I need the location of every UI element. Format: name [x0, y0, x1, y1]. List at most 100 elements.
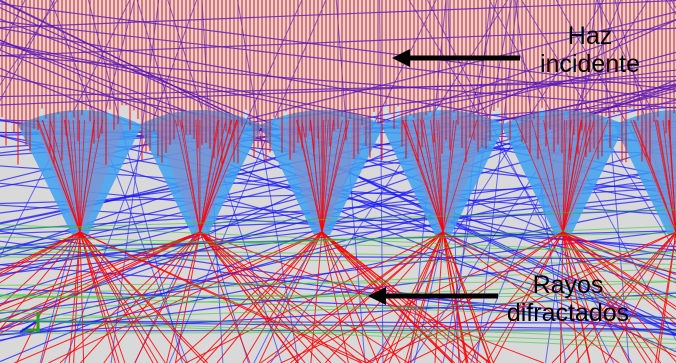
- diffracted-ray: [562, 231, 676, 276]
- stray-ray: [0, 248, 676, 260]
- diffracted-ray: [260, 231, 444, 363]
- reflected-ray: [0, 264, 676, 320]
- diffracted-ray: [79, 231, 159, 363]
- converging-ray: [72, 119, 81, 233]
- converging-ray: [562, 119, 582, 233]
- diffracted-ray: [0, 231, 81, 274]
- diffracted-ray: [79, 231, 116, 363]
- diffracted-label-line2: difractados: [506, 299, 630, 327]
- converging-ray: [419, 119, 444, 233]
- stray-ray: [0, 291, 676, 299]
- stray-ray: [0, 232, 676, 248]
- stray-ray: [0, 311, 676, 340]
- diffracted-ray: [216, 231, 323, 363]
- converging-ray: [195, 119, 201, 233]
- diffracted-ray: [203, 231, 323, 363]
- diffracted-ray: [562, 231, 647, 363]
- converging-ray: [199, 119, 238, 233]
- diffracted-ray: [79, 231, 154, 363]
- converging-ray: [632, 119, 676, 233]
- converging-ray: [49, 119, 81, 233]
- axis-triad-icon: [19, 312, 40, 333]
- diffracted-ray: [406, 231, 676, 363]
- reflected-ray: [0, 287, 676, 320]
- reflected-ray: [0, 240, 676, 337]
- converging-ray: [174, 119, 201, 233]
- stray-ray: [0, 256, 676, 265]
- diffracted-ray: [266, 231, 444, 363]
- stray-ray: [0, 236, 676, 254]
- arrow-left-icon: [392, 49, 410, 67]
- diffracted-ray: [79, 231, 126, 363]
- diffracted-ray: [166, 231, 201, 363]
- incident-arrow: [392, 49, 520, 67]
- converging-ray: [562, 119, 565, 233]
- converging-ray: [179, 119, 201, 233]
- stray-ray: [0, 224, 676, 255]
- converging-ray: [301, 119, 323, 233]
- incident-beam-label: Haz incidente: [532, 22, 648, 78]
- diffracted-ray: [199, 231, 322, 363]
- converging-ray: [562, 119, 575, 233]
- diffracted-ray: [174, 231, 323, 363]
- converging-ray: [79, 119, 104, 233]
- stray-ray: [0, 294, 676, 320]
- converging-ray: [79, 119, 95, 233]
- converging-ray: [432, 119, 444, 233]
- diffracted-ray: [562, 231, 676, 311]
- reflected-ray: [596, 0, 676, 160]
- converging-ray: [317, 119, 323, 233]
- diffracted-ray: [199, 231, 347, 363]
- diffracted-ray: [0, 231, 81, 284]
- converging-ray: [199, 119, 220, 233]
- diffracted-ray: [79, 231, 187, 363]
- stray-ray: [0, 318, 676, 345]
- diffracted-ray: [461, 231, 564, 363]
- reflected-ray: [0, 0, 58, 86]
- converging-ray: [297, 119, 323, 233]
- converging-ray: [321, 119, 350, 233]
- converging-ray: [199, 119, 248, 233]
- arrow-left-icon: [368, 287, 386, 305]
- diffracted-ray: [79, 231, 205, 363]
- diffracted-ray: [59, 231, 201, 363]
- converging-ray: [668, 119, 676, 233]
- converging-ray: [430, 119, 444, 233]
- diffracted-label-line1: Rayos: [532, 271, 604, 299]
- diffracted-ray: [551, 231, 676, 363]
- reflected-ray: [0, 0, 131, 259]
- diffracted-ray: [562, 231, 676, 308]
- stray-ray: [0, 330, 676, 334]
- diffracted-ray: [174, 231, 201, 363]
- converging-ray: [199, 119, 227, 233]
- converging-ray: [662, 119, 676, 233]
- incident-rays-group: [1, 0, 675, 165]
- converging-ray: [37, 119, 81, 233]
- converging-ray: [436, 119, 444, 233]
- diffracted-ray: [199, 231, 372, 363]
- diffracted-ray: [290, 231, 444, 363]
- diffracted-ray: [562, 231, 591, 363]
- diffracted-ray: [242, 231, 323, 363]
- diffracted-ray: [366, 231, 676, 363]
- converging-ray: [562, 119, 572, 233]
- diffracted-ray: [199, 231, 363, 363]
- diffracted-ray: [562, 231, 676, 284]
- diffracted-ray: [103, 231, 201, 363]
- stray-ray: [0, 281, 676, 312]
- converging-ray: [79, 119, 85, 233]
- converging-ray: [442, 119, 478, 233]
- diffracted-ray: [13, 231, 323, 363]
- converging-ray: [404, 119, 444, 233]
- converging-ray: [68, 119, 81, 233]
- diffracted-rays-label: Rayos difractados: [492, 271, 644, 327]
- converging-ray: [64, 119, 81, 233]
- converging-ray: [42, 119, 81, 233]
- diffracted-ray: [575, 231, 676, 363]
- diffracted-ray: [559, 231, 564, 363]
- diffracted-ray: [79, 231, 120, 363]
- converging-ray: [562, 119, 592, 233]
- reflected-ray: [0, 329, 676, 332]
